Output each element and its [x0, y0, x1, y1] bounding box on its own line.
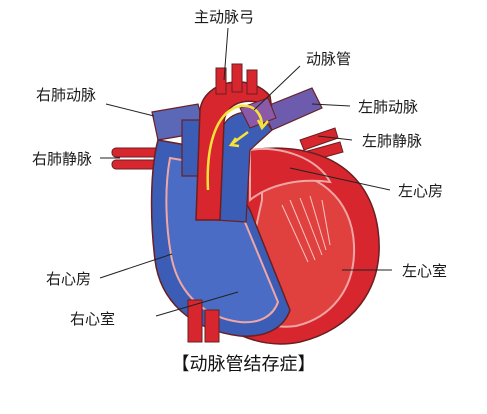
label-right-pulmonary-vein: 右肺静脉 — [32, 150, 93, 168]
label-aortic-arch: 主动脉弓 — [194, 8, 255, 26]
left-pulmonary-artery-vessel — [261, 87, 323, 131]
inferior-vena-cava — [187, 299, 203, 343]
label-right-atrium: 右心房 — [46, 270, 92, 288]
label-right-ventricle: 右心室 — [70, 310, 116, 328]
left-atrium-shape — [249, 148, 332, 203]
label-left-atrium: 左心房 — [398, 182, 444, 200]
label-ductus: 动脉管 — [306, 50, 352, 68]
chordae-lines — [281, 195, 331, 263]
leader-lines — [99, 27, 392, 317]
label-left-pulmonary-artery: 左肺动脉 — [358, 98, 419, 116]
flow-arrows — [206, 104, 269, 191]
descending-aorta-bottom — [204, 309, 220, 343]
label-right-pulmonary-artery: 右肺动脉 — [36, 86, 97, 104]
label-left-pulmonary-vein: 左肺静脉 — [362, 132, 423, 150]
arch-branches — [215, 63, 258, 95]
diagram-caption: 【动脉管结存症】 — [171, 354, 316, 375]
label-left-ventricle: 左心室 — [402, 262, 448, 280]
